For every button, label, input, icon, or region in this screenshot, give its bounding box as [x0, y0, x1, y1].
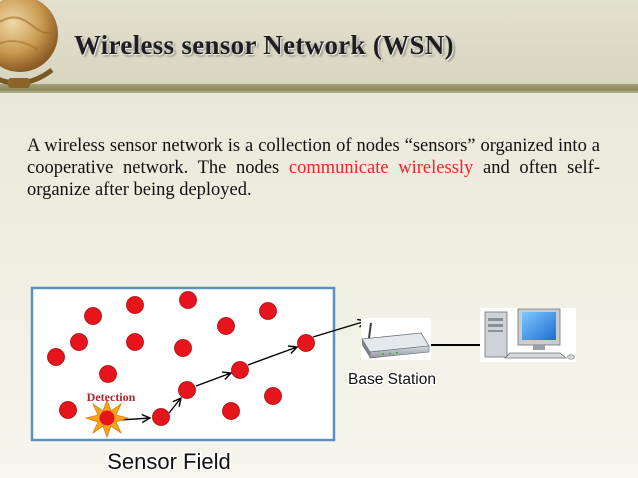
routing-path [119, 321, 366, 420]
globe-icon [0, 0, 58, 88]
sensor-node [126, 333, 144, 351]
paragraph-text-start: A wireless sensor network is a collectio… [27, 136, 600, 178]
sensor-node [259, 302, 277, 320]
sensor-node [126, 296, 144, 314]
detection-burst-icon [84, 398, 130, 439]
sensor-node [174, 339, 192, 357]
sensor-node [231, 361, 249, 379]
sensor-node [297, 334, 315, 352]
sensor-node [84, 307, 102, 325]
sensor-node [47, 348, 65, 366]
sensor-node [152, 408, 170, 426]
description-paragraph: A wireless sensor network is a collectio… [27, 135, 600, 201]
sensor-nodes [47, 291, 315, 426]
header-band [0, 0, 638, 84]
sensor-node [178, 381, 196, 399]
sensor-node [59, 401, 77, 419]
sensor-field-box [30, 286, 336, 442]
sensor-node [179, 291, 197, 309]
sensor-node [264, 387, 282, 405]
sensor-node [217, 317, 235, 335]
router-icon [361, 318, 431, 360]
sensor-field-label: Sensor Field [107, 449, 231, 474]
computer-icon [480, 308, 576, 362]
paragraph-highlight: communicate wirelessly [288, 158, 474, 178]
detection-label: Detection [87, 390, 136, 404]
paragraph-text-end: and often self-organize after being depl… [27, 158, 600, 200]
sensor-node [99, 365, 117, 383]
base-station-label: Base Station [348, 371, 436, 388]
header-rule [0, 84, 638, 93]
sensor-node [222, 402, 240, 420]
slide-title: Wireless sensor Network (WSN) [74, 30, 454, 60]
sensor-node [70, 333, 88, 351]
